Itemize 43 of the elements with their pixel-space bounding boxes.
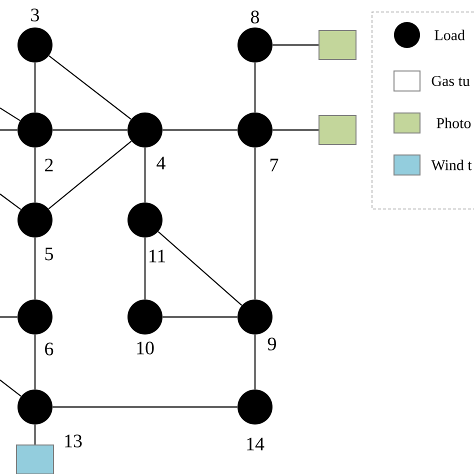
bus-number: 5 <box>45 248 53 260</box>
bus-number: 2 <box>45 158 53 172</box>
line <box>0 129 18 131</box>
legend-label: Load <box>434 30 465 40</box>
line <box>144 148 146 202</box>
bus-number: 8 <box>250 10 260 24</box>
source-box <box>16 444 54 474</box>
bus-number: 4 <box>156 156 166 170</box>
line <box>48 140 132 210</box>
line <box>48 55 132 120</box>
source-box <box>318 115 356 145</box>
source-box <box>318 30 356 60</box>
line <box>272 44 318 46</box>
bus-number: 13 <box>65 434 82 448</box>
line <box>0 194 22 210</box>
line <box>34 334 36 390</box>
bus-number: 11 <box>150 250 165 262</box>
line <box>0 316 18 318</box>
bus-number: 9 <box>268 338 276 350</box>
line <box>52 406 238 408</box>
line <box>34 424 36 444</box>
line <box>0 380 22 397</box>
line <box>52 129 128 131</box>
line <box>34 62 36 112</box>
bus-number: 14 <box>247 438 264 450</box>
bus-number: 10 <box>137 342 154 354</box>
bus-number: 7 <box>270 158 278 172</box>
line <box>272 129 318 131</box>
line <box>0 108 20 122</box>
line <box>162 129 238 131</box>
line <box>144 238 146 300</box>
legend-label: Wind t <box>431 160 472 170</box>
line <box>158 231 242 306</box>
bus-number: 3 <box>31 8 39 22</box>
line <box>34 148 36 202</box>
line <box>162 316 238 318</box>
legend-label: Photo <box>436 118 471 128</box>
line <box>254 334 256 390</box>
line <box>254 62 256 112</box>
line <box>34 238 36 300</box>
legend-label: Gas tu <box>432 76 470 86</box>
line <box>254 148 256 300</box>
bus-number: 6 <box>45 342 54 356</box>
